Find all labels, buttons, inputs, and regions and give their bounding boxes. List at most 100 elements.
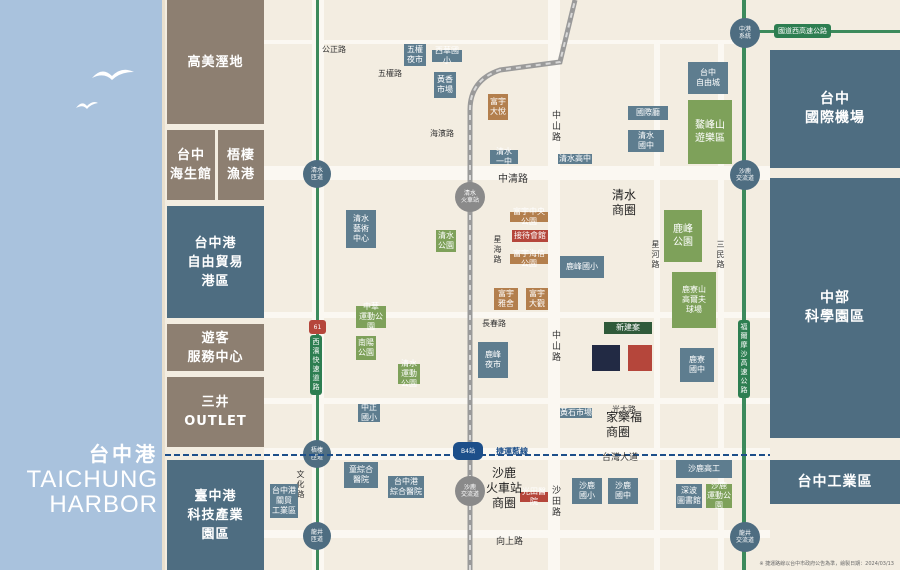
place-fuyu-daguan[interactable]: 富宇 大觀 bbox=[526, 288, 548, 310]
label-zhongqing-road: 中清路 bbox=[498, 174, 528, 185]
road-xinghe bbox=[654, 40, 660, 570]
place-qingshui-park[interactable]: 清水 公園 bbox=[436, 230, 456, 252]
block-mitsui-outlet[interactable]: 三井 OUTLET bbox=[167, 377, 264, 447]
map-footnote: ※ 捷運路線以台中市政府公告為準，繪製日期：2024/03/13 bbox=[759, 561, 894, 567]
ramp-wuqi[interactable]: 梧棲 匝道 bbox=[303, 440, 331, 468]
place-xihua-elementary[interactable]: 西華國小 bbox=[432, 46, 462, 65]
place-nanyang-park[interactable]: 南陽 公園 bbox=[356, 336, 376, 360]
route-61-badge: 61 bbox=[309, 320, 326, 334]
label-xiangshang-road: 向上路 bbox=[496, 537, 524, 547]
place-shalu-elementary[interactable]: 沙鹿 國小 bbox=[572, 478, 602, 504]
place-sales-center[interactable]: 接待會館 bbox=[512, 230, 548, 242]
road-guangming bbox=[264, 398, 770, 404]
seagull-small-icon bbox=[76, 102, 98, 109]
west-expressway-line bbox=[316, 0, 319, 570]
place-guangtian-hospital[interactable]: 光田醫院 bbox=[520, 487, 548, 506]
place-huangxiang-market[interactable]: 黃香 市場 bbox=[434, 72, 456, 98]
sea-strip bbox=[0, 0, 162, 570]
block-science-park[interactable]: 中部 科學園區 bbox=[770, 178, 900, 438]
expressway-label: 國道西高速公路 bbox=[774, 24, 831, 38]
label-sanmin-road: 三民路 bbox=[716, 240, 725, 270]
block-gaomei-wetland[interactable]: 高美溼地 bbox=[167, 0, 264, 124]
freeway-line bbox=[742, 0, 746, 570]
place-golf-course[interactable]: 鹿寮山 高爾夫 球場 bbox=[672, 272, 716, 328]
block-industrial-zone[interactable]: 台中工業區 bbox=[770, 460, 900, 504]
place-fuyu-dayue[interactable]: 富宇 大悅 bbox=[488, 94, 508, 120]
place-lufeng-elementary[interactable]: 鹿峰國小 bbox=[560, 256, 604, 278]
block-taichung-airport[interactable]: 台中 國際機場 bbox=[770, 50, 900, 168]
place-harbor-hospital[interactable]: 台中港 綜合醫院 bbox=[388, 476, 424, 498]
place-new-project[interactable]: 新建案 bbox=[604, 322, 652, 334]
label-taiwan-blvd: 台灣大道 bbox=[602, 453, 639, 463]
label-gongzheng-road: 公正路 bbox=[322, 45, 346, 54]
label-zhongshan-road-north: 中山路 bbox=[550, 110, 560, 143]
east-freeway-label: 福爾摩沙高速公路 bbox=[738, 320, 750, 398]
block-ocean-museum[interactable]: 台中 海生館 bbox=[167, 130, 215, 200]
place-fuyu-yashe[interactable]: 富宇 雅舍 bbox=[494, 288, 518, 310]
place-qingshui-art-center[interactable]: 清水 藝術 中心 bbox=[346, 210, 376, 248]
place-harbor-industrial[interactable]: 台中港 關貿 工業區 bbox=[270, 484, 298, 518]
place-shalu-sports-park[interactable]: 沙鹿 運動公園 bbox=[706, 481, 732, 510]
district-shalu-station[interactable]: 沙鹿 火車站 商圈 bbox=[486, 466, 523, 510]
block-cruise-service[interactable]: 遊客 服務中心 bbox=[167, 324, 264, 371]
road-changchun bbox=[264, 312, 770, 318]
road-xiangshang bbox=[264, 530, 770, 538]
road-gongzheng bbox=[264, 40, 744, 44]
place-fuyu-central-park[interactable]: 富宇中央公園 bbox=[510, 207, 548, 226]
interchange-shalu[interactable]: 沙鹿 交流道 bbox=[730, 160, 760, 190]
ramp-longjing[interactable]: 龍井 匝道 bbox=[303, 522, 331, 550]
ramp-qingshui[interactable]: 清水 匝道 bbox=[303, 160, 331, 188]
place-wuquan-market[interactable]: 五權 夜市 bbox=[404, 44, 426, 66]
place-aofeng-park[interactable]: 鰲峰山 遊樂區 bbox=[688, 100, 732, 164]
place-sports-park[interactable]: 中華 運動公園 bbox=[356, 302, 386, 331]
coast-divider bbox=[162, 0, 165, 570]
road-zhongshan bbox=[548, 0, 560, 570]
label-haibin-road: 海濱路 bbox=[430, 129, 454, 138]
place-tong-hospital[interactable]: 童綜合 醫院 bbox=[344, 462, 378, 488]
label-wenhua-road: 文化路 bbox=[296, 470, 305, 500]
place-zhongzheng-elementary[interactable]: 中正 國小 bbox=[358, 403, 380, 422]
harbor-title-en-1: TAICHUNG bbox=[26, 466, 158, 493]
label-zhongshan-road-south: 中山路 bbox=[550, 330, 560, 363]
place-guoji-hall[interactable]: 國際廳 bbox=[628, 106, 668, 120]
place-fuyu-haixin-park[interactable]: 富宇海信公園 bbox=[510, 249, 548, 268]
block-wuqi-fishing-port[interactable]: 梧棲 漁港 bbox=[218, 130, 264, 200]
interchange-zhonggang[interactable]: 中港 系統 bbox=[730, 18, 760, 48]
label-wuquan-road: 五權路 bbox=[378, 69, 402, 78]
harbor-title-zh: 台中港 bbox=[89, 442, 158, 466]
place-tongjiao-park[interactable]: 清水 運動公園 bbox=[398, 359, 420, 388]
place-luliao-jh[interactable]: 鹿寮 國中 bbox=[680, 348, 714, 382]
harbor-title: 台中港 TAICHUNG HARBOR bbox=[14, 438, 158, 517]
label-changchun-road: 長春路 bbox=[482, 319, 506, 328]
west-expressway-label: 西濱快速道路 bbox=[310, 335, 322, 395]
label-guangming-road: 光大路 bbox=[612, 405, 636, 414]
seagull-icon bbox=[92, 69, 134, 80]
road-zhongqing bbox=[264, 166, 770, 180]
place-qingshui-first-jh[interactable]: 清水 國中 bbox=[628, 130, 664, 152]
place-qingshui-jh[interactable]: 清水 一中 bbox=[490, 147, 518, 166]
shalu-station[interactable]: 沙鹿 交流道 bbox=[455, 476, 485, 506]
district-jiale[interactable]: 家樂福 商圈 bbox=[606, 410, 643, 439]
label-shatian-road: 沙田路 bbox=[550, 485, 560, 518]
place-huangshi-market[interactable]: 黃石市場 bbox=[560, 408, 592, 418]
place-new-project-image-2[interactable] bbox=[628, 345, 652, 371]
place-shalu-vocational[interactable]: 沙鹿高工 bbox=[676, 460, 732, 478]
district-qingshui[interactable]: 清水 商圈 bbox=[612, 188, 637, 217]
qingshui-station[interactable]: 清水 火車站 bbox=[455, 182, 485, 212]
block-free-trade-zone[interactable]: 台中港 自由貿易 港區 bbox=[167, 206, 264, 318]
mrt-b4-station[interactable]: B4站 bbox=[453, 442, 483, 460]
label-xinghe-road: 星河路 bbox=[651, 240, 660, 270]
place-qingshui-hs[interactable]: 清水高中 bbox=[558, 154, 592, 164]
place-lufeng-night-market[interactable]: 鹿峰 夜市 bbox=[478, 342, 508, 378]
mrt-blue-line-label: 捷運藍線 bbox=[496, 447, 528, 456]
place-free-city[interactable]: 台中 自由城 bbox=[688, 62, 728, 94]
place-shalu-jh[interactable]: 沙鹿 國中 bbox=[608, 478, 638, 504]
place-library[interactable]: 深波 圖書館 bbox=[676, 484, 702, 508]
road-sanmin bbox=[718, 40, 724, 570]
place-lufeng-park[interactable]: 鹿峰 公園 bbox=[664, 210, 702, 262]
interchange-longjing[interactable]: 龍井 交流道 bbox=[730, 522, 760, 552]
block-tech-park[interactable]: 臺中港 科技產業 園區 bbox=[167, 460, 264, 570]
place-new-project-image[interactable] bbox=[592, 345, 620, 371]
harbor-title-en-2: HARBOR bbox=[49, 491, 158, 518]
